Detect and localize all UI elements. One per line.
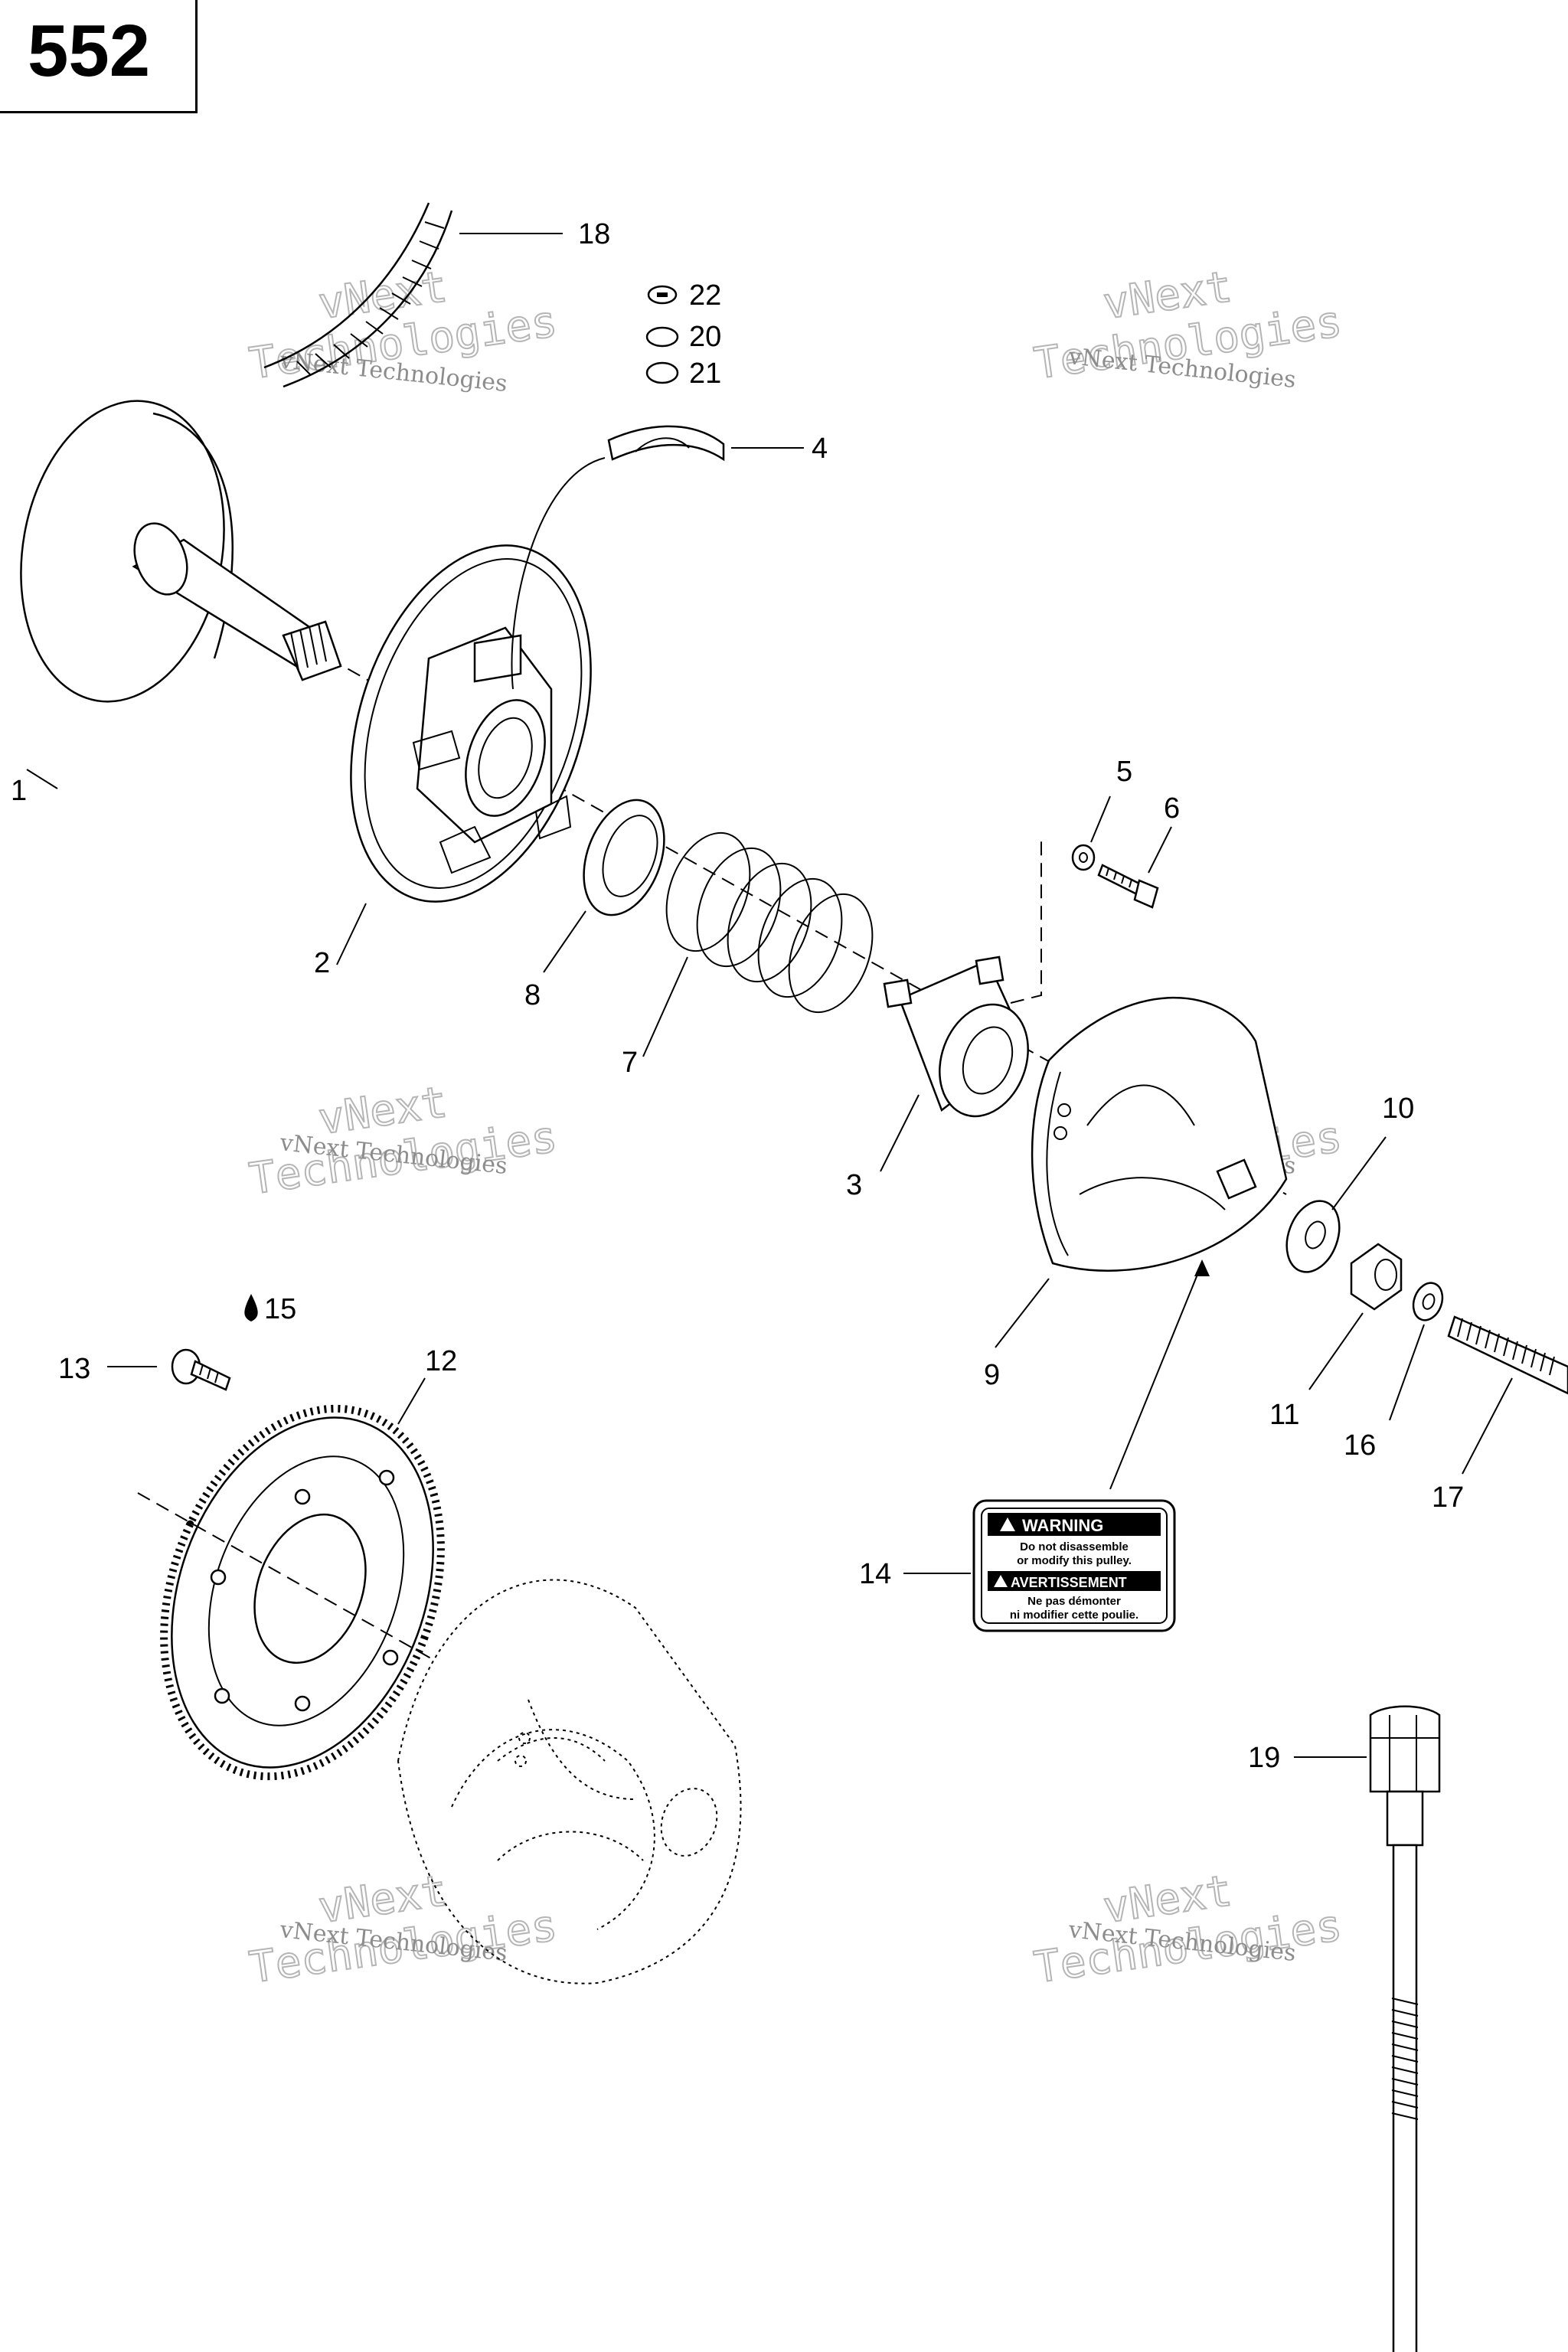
warning-line-2: or modify this pulley.	[1017, 1554, 1132, 1567]
part-4-cam-slider	[511, 425, 804, 690]
part-21-disc	[645, 361, 679, 384]
warning-triangle-icon	[994, 1575, 1008, 1587]
phantom-sliding-half-outline	[397, 1579, 742, 1984]
part-19-long-bolt	[1294, 1705, 1441, 2352]
callout-5: 5	[1116, 756, 1132, 788]
callout-16: 16	[1344, 1429, 1376, 1462]
part-3-cam	[880, 956, 1029, 1172]
part-8-retainer	[543, 799, 665, 973]
avertissement-line-2: ni modifier cette poulie.	[1010, 1609, 1138, 1622]
callout-18: 18	[578, 218, 610, 250]
callout-2: 2	[314, 947, 330, 979]
warning-triangle-icon	[1000, 1517, 1015, 1531]
callout-19: 19	[1248, 1742, 1280, 1774]
callout-20: 20	[689, 321, 721, 353]
callout-6: 6	[1164, 792, 1180, 825]
part-22-washer	[647, 285, 678, 305]
pin-axis-line	[1010, 835, 1042, 1004]
callout-8: 8	[524, 979, 541, 1011]
part-20-disc	[645, 326, 679, 348]
part-13-bolt	[107, 1348, 231, 1391]
callout-11: 11	[1269, 1399, 1299, 1431]
part-9-sliding-half-sheave	[995, 996, 1288, 1490]
part-14-warning-label: WARNING Do not disassemble or modify thi…	[903, 1499, 1176, 1632]
part-17-threaded-rod	[1447, 1315, 1568, 1475]
part-16-lock-washer	[1389, 1282, 1444, 1421]
page-number: 552	[28, 10, 151, 92]
avertissement-title: AVERTISSEMENT	[1011, 1575, 1127, 1590]
callout-14: 14	[859, 1558, 891, 1590]
callout-4: 4	[812, 433, 828, 465]
callout-17: 17	[1432, 1481, 1464, 1514]
callout-13: 13	[58, 1353, 90, 1385]
callout-10: 10	[1382, 1093, 1414, 1125]
callout-21: 21	[689, 358, 721, 390]
oil-drop-icon	[244, 1294, 258, 1321]
avertissement-line-1: Ne pas démonter	[1027, 1595, 1121, 1608]
warning-title: WARNING	[1022, 1516, 1103, 1535]
part-11-nut	[1308, 1243, 1403, 1390]
callout-9: 9	[984, 1359, 1000, 1391]
warning-line-1: Do not disassemble	[1020, 1540, 1129, 1553]
part-10-washer	[1285, 1136, 1387, 1273]
callout-1: 1	[11, 775, 27, 807]
page-number-box: 552	[0, 0, 198, 113]
callout-22: 22	[689, 279, 721, 312]
part-7-spring	[642, 831, 874, 1057]
part-5-washer	[1071, 795, 1111, 871]
part-2-cam-plate	[336, 544, 592, 965]
part-12-ring-gear	[137, 1377, 445, 1781]
part-1-fixed-half-sheave	[20, 400, 342, 789]
callout-3: 3	[846, 1169, 862, 1201]
callout-12: 12	[425, 1345, 457, 1377]
part-18-drive-belt	[263, 202, 563, 388]
callout-7: 7	[622, 1047, 638, 1079]
callout-15: 15	[264, 1293, 296, 1325]
callout-labels: 1 2 3 4 5 6 7 8 9 10 11 12 13 14 15 16 1…	[11, 218, 1464, 1774]
part-6-screw	[1097, 826, 1172, 909]
